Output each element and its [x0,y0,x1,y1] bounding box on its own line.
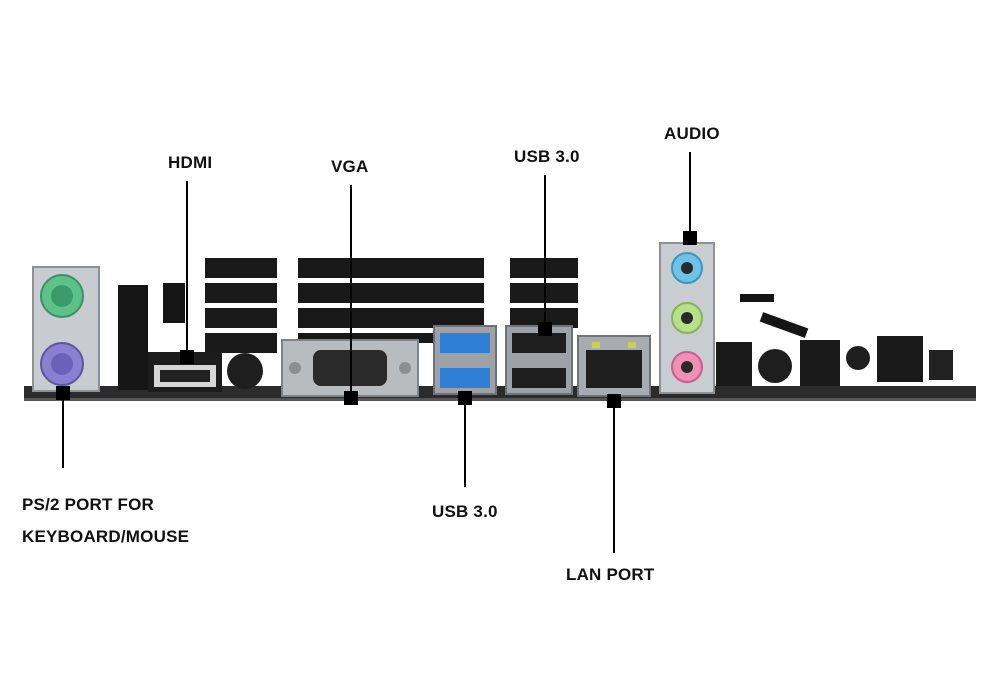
usb-port-stack [505,325,573,395]
lan-label: LAN PORT [566,565,655,584]
callout-lan [607,394,621,553]
callout-vga [344,185,358,405]
audio-label: AUDIO [664,124,720,143]
usb-bottom-label: USB 3.0 [432,502,498,521]
callout-audio [683,152,697,245]
callout-usb-bottom [458,391,472,487]
audio-jack-panel [659,242,715,394]
heatsink-left [205,258,277,353]
hdmi-port [148,352,222,392]
usb3-port-stack [433,325,497,395]
callout-hdmi [180,181,194,364]
vga-label: VGA [331,157,369,176]
hdmi-label: HDMI [168,153,213,172]
ps2-label-line2: KEYBOARD/MOUSE [22,527,190,546]
ps2-label: PS/2 PORT FOR KEYBOARD/MOUSE [22,489,189,553]
pcb-board [24,386,976,400]
usb-top-label: USB 3.0 [514,147,580,166]
callout-ps2 [56,386,70,468]
ps2-label-line1: PS/2 PORT FOR [22,495,155,514]
lan-port [577,335,651,397]
callout-usb-top [538,175,552,336]
ps2-port [32,266,100,392]
heatsink-center [298,258,484,343]
